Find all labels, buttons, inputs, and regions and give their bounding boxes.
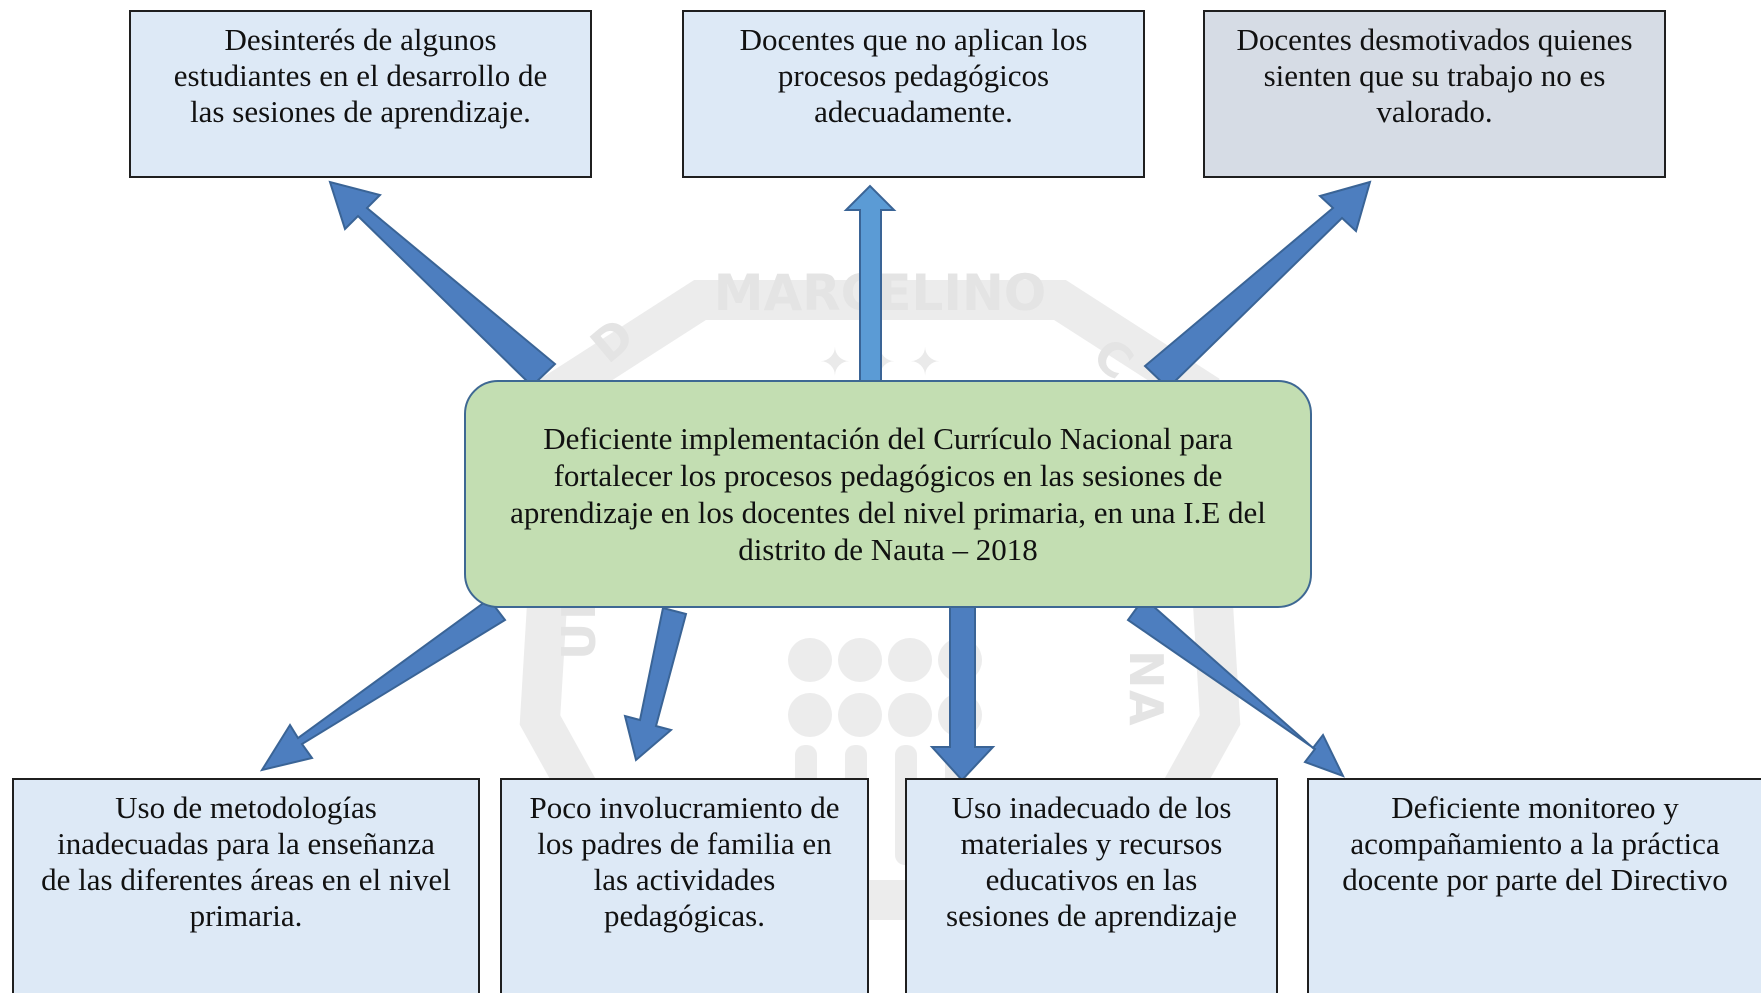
- cause-1-line-4: primaria.: [189, 898, 303, 933]
- arrow-cause-3: [929, 605, 996, 782]
- cause-1-line-1: Uso de metodologías: [115, 790, 377, 825]
- cause-3-line-3: educativos en las: [985, 862, 1198, 897]
- effect-box-3: Docentes desmotivados quienes sienten qu…: [1203, 10, 1666, 178]
- arrow-cause-4: [1126, 596, 1345, 778]
- cause-2-line-1: Poco involucramiento de: [529, 790, 840, 825]
- cause-2-line-2: los padres de familia en: [537, 826, 832, 861]
- cause-1-line-3: de las diferentes áreas en el nivel: [41, 862, 451, 897]
- effect-1-line-1: Desinterés de algunos: [224, 22, 497, 57]
- cause-box-4: Deficiente monitoreo y acompañamiento a …: [1307, 778, 1761, 993]
- cause-box-1: Uso de metodologías inadecuadas para la …: [12, 778, 480, 993]
- cause-box-3: Uso inadecuado de los materiales y recur…: [905, 778, 1278, 993]
- effect-2-line-1: Docentes que no aplican los: [739, 22, 1088, 57]
- effect-1-line-3: las sesiones de aprendizaje.: [190, 94, 531, 129]
- effect-box-1: Desinterés de algunos estudiantes en el …: [129, 10, 592, 178]
- effect-3-line-1: Docentes desmotivados quienes: [1236, 22, 1633, 57]
- cause-4-line-2: acompañamiento a la práctica: [1350, 826, 1720, 861]
- effect-3-line-3: valorado.: [1376, 94, 1493, 129]
- arrow-effect-3: [1143, 180, 1372, 390]
- cause-2-line-3: las actividades: [593, 862, 776, 897]
- effect-3-line-2: sienten que su trabajo no es: [1263, 58, 1606, 93]
- effect-2-line-2: procesos pedagógicos: [777, 58, 1050, 93]
- central-problem-text: Deficiente implementación del Currículo …: [510, 421, 1266, 567]
- cause-2-line-4: pedagógicas.: [604, 898, 765, 933]
- central-problem-box: Deficiente implementación del Currículo …: [464, 380, 1312, 608]
- arrow-cause-1: [259, 597, 507, 772]
- cause-4-line-1: Deficiente monitoreo y: [1391, 790, 1679, 825]
- effect-1-line-2: estudiantes en el desarrollo de: [173, 58, 548, 93]
- cause-1-line-2: inadecuadas para la enseñanza: [57, 826, 435, 861]
- cause-3-line-4: sesiones de aprendizaje: [946, 898, 1237, 933]
- arrow-effect-1: [328, 180, 557, 388]
- cause-3-line-2: materiales y recursos: [960, 826, 1223, 861]
- effect-box-2: Docentes que no aplican los procesos ped…: [682, 10, 1145, 178]
- arrow-cause-2: [623, 606, 688, 762]
- arrow-effect-2: [843, 184, 897, 385]
- cause-box-2: Poco involucramiento de los padres de fa…: [500, 778, 869, 993]
- effect-2-line-3: adecuadamente.: [814, 94, 1013, 129]
- cause-3-line-1: Uso inadecuado de los: [951, 790, 1232, 825]
- cause-4-line-3: docente por parte del Directivo: [1342, 862, 1728, 897]
